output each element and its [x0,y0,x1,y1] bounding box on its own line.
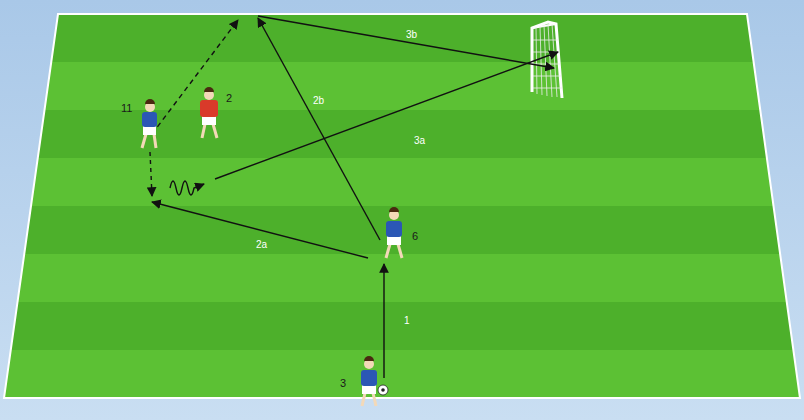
player-number: 6 [412,231,418,242]
player-11 [142,99,157,148]
player-2 [200,87,218,138]
arrow-label: 2a [256,240,267,250]
movement-arrows [150,16,558,378]
arrow-label: 3b [406,30,417,40]
player-number: 11 [121,103,132,114]
ball [378,385,388,395]
arrow-label: 3a [414,136,425,146]
player-6 [386,207,402,258]
arrow-label: 2b [313,96,324,106]
player-3 [361,356,377,406]
player-number: 2 [226,93,232,104]
arrow-label: 1 [404,316,410,326]
player-number: 3 [340,378,346,389]
